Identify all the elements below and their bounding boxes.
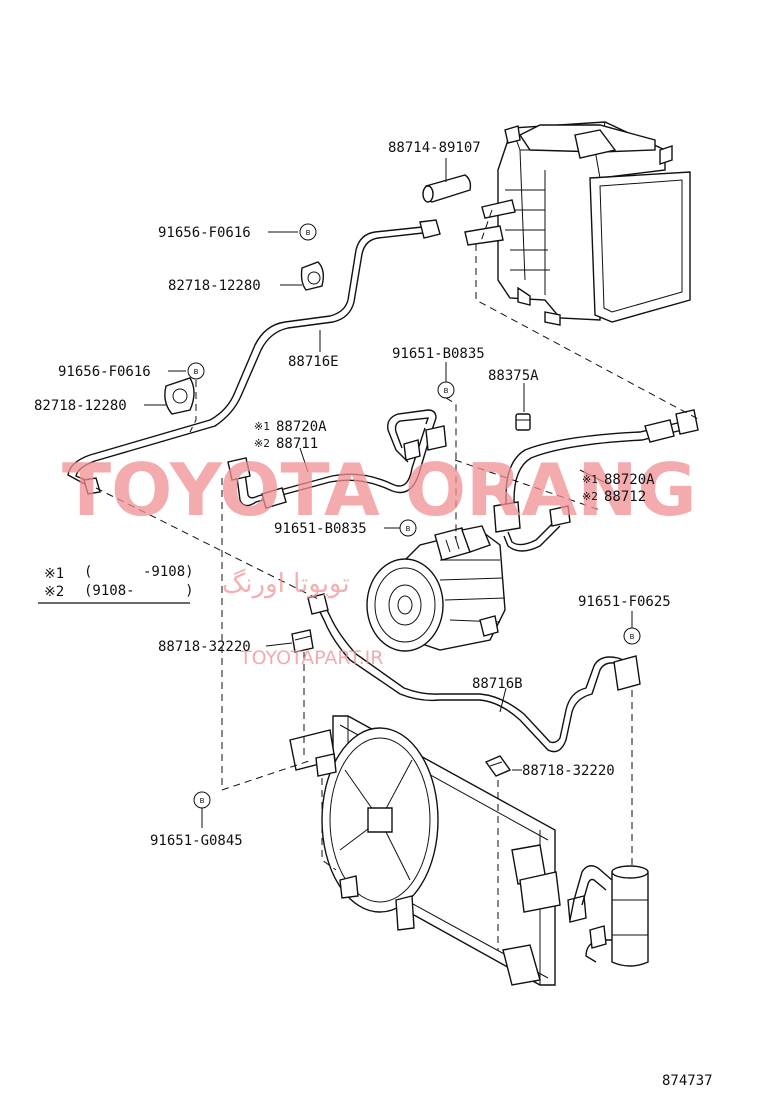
- svg-text:B: B: [406, 525, 411, 533]
- label-mark-2-right: ※2: [582, 490, 598, 503]
- label-88716B: 88716B: [472, 676, 523, 692]
- oring-88718-32220-lower[interactable]: [484, 755, 512, 777]
- receiver-dryer: [569, 865, 649, 967]
- label-91651-B0835-lower: 91651-B0835: [274, 521, 367, 537]
- svg-text:B: B: [200, 797, 205, 805]
- plug-88375A[interactable]: [515, 413, 531, 431]
- condenser-assembly: [289, 715, 587, 986]
- label-88720A-left: 88720A: [276, 419, 327, 435]
- legend-mark-1: ※1: [44, 566, 64, 582]
- label-mark-1-left: ※1: [254, 420, 270, 433]
- label-88711: 88711: [276, 436, 318, 452]
- label-mark-1-right: ※1: [582, 473, 598, 486]
- expansion-valve-part[interactable]: [422, 174, 472, 203]
- bolt-symbol-91651-b0835-b[interactable]: B: [399, 519, 417, 537]
- hose-88720A-88711[interactable]: [227, 409, 447, 509]
- label-88720A-right: 88720A: [604, 472, 655, 488]
- label-leaders: [144, 158, 633, 828]
- label-88375A: 88375A: [488, 368, 539, 384]
- label-91651-G0845: 91651-G0845: [150, 833, 243, 849]
- svg-text:B: B: [630, 633, 635, 641]
- label-91656-F0616-upper: 91656-F0616: [158, 225, 251, 241]
- pipe-88716E[interactable]: [67, 219, 441, 495]
- legend-range-2: (9108- ): [84, 583, 194, 599]
- pipe-88716B[interactable]: [307, 593, 641, 753]
- watermark-site: TOYOTAPART.IR: [239, 647, 383, 669]
- label-88714-89107: 88714-89107: [388, 140, 481, 156]
- dashed-leader-lines: [95, 209, 701, 950]
- watermark-persian: تویوتا اورنگ: [222, 568, 350, 599]
- label-91651-F0625: 91651-F0625: [578, 594, 671, 610]
- bolt-symbol-91651-f0625[interactable]: B: [623, 627, 641, 645]
- label-88718-32220-upper: 88718-32220: [158, 639, 251, 655]
- clamp-82718-12280-upper[interactable]: [300, 261, 325, 291]
- svg-text:B: B: [306, 229, 311, 237]
- label-82718-12280-lower: 82718-12280: [34, 398, 127, 414]
- legend: ※1 ( -9108) ※2 (9108- ): [38, 564, 194, 604]
- oring-88718-32220-upper[interactable]: [291, 629, 314, 653]
- evaporator-unit: [464, 121, 691, 326]
- bolt-symbol-91651-b0835-a[interactable]: B: [437, 381, 455, 399]
- label-82718-12280-upper: 82718-12280: [168, 278, 261, 294]
- legend-mark-2: ※2: [44, 584, 64, 600]
- bolt-symbol-91656-a[interactable]: B: [299, 223, 317, 241]
- compressor: [366, 525, 506, 652]
- svg-text:B: B: [194, 368, 199, 376]
- svg-text:B: B: [444, 387, 449, 395]
- bolt-symbol-91656-b[interactable]: B: [187, 362, 205, 380]
- label-91656-F0616-lower: 91656-F0616: [58, 364, 151, 380]
- label-91651-B0835-upper: 91651-B0835: [392, 346, 485, 362]
- bolt-symbol-91651-g0845[interactable]: B: [193, 791, 211, 809]
- label-88718-32220-lower: 88718-32220: [522, 763, 615, 779]
- label-mark-2-left: ※2: [254, 437, 270, 450]
- clamp-82718-12280-lower[interactable]: [164, 377, 195, 415]
- label-88716E: 88716E: [288, 354, 339, 370]
- watermark-brand: TOYOTA ORANG: [62, 448, 697, 532]
- label-88712: 88712: [604, 489, 646, 505]
- legend-range-1: ( -9108): [84, 564, 194, 580]
- diagram-number: 874737: [662, 1073, 713, 1089]
